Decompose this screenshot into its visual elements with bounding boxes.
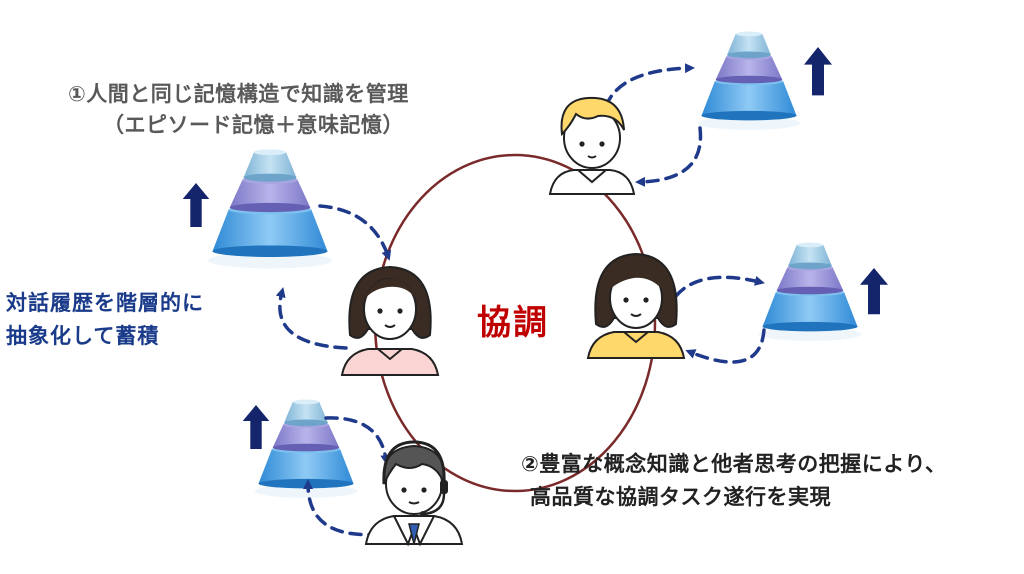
pyramid-icon-top-right xyxy=(697,31,801,130)
person-icon-man-top xyxy=(548,96,636,195)
abstraction-label-line1: 対話履歴を階層的に xyxy=(6,291,204,315)
up-arrow-icon-right xyxy=(860,268,888,315)
dashed-arrow-icon xyxy=(604,63,695,108)
memory-structure-label-line2: （エピソード記憶＋意味記憶） xyxy=(103,113,404,137)
operator-headset-icon xyxy=(364,440,464,547)
pyramid-icon-right xyxy=(758,242,862,341)
dashed-arrow-icon xyxy=(685,328,766,364)
concept-label-line2: 高品質な協調タスク遂行を実現 xyxy=(530,485,831,509)
memory-structure-label-line1: ①人間と同じ記憶構造で知識を管理 xyxy=(68,82,409,106)
person-icon-woman-right xyxy=(586,252,686,359)
pyramid-icon-bottom xyxy=(254,399,358,498)
dashed-arrow-icon xyxy=(318,204,392,261)
up-arrow-icon-bottom xyxy=(242,405,270,449)
up-arrow-icon-left xyxy=(182,183,210,227)
dashed-arrow-icon xyxy=(303,479,382,537)
dashed-arrow-icon xyxy=(674,275,765,298)
person-icon-woman-left xyxy=(340,265,440,376)
abstraction-label-line2: 抽象化して蓄積 xyxy=(6,324,160,348)
up-arrow-icon-top-right xyxy=(804,47,832,96)
dashed-arrow-icon xyxy=(324,416,391,465)
concept-label-line1: ②豊富な概念知識と他者思考の把握により、 xyxy=(521,452,947,476)
collaboration-label: 協調 xyxy=(477,303,549,343)
pyramid-icon-left xyxy=(207,149,333,269)
dashed-arrow-icon xyxy=(275,287,348,350)
dashed-arrow-icon xyxy=(635,126,703,187)
